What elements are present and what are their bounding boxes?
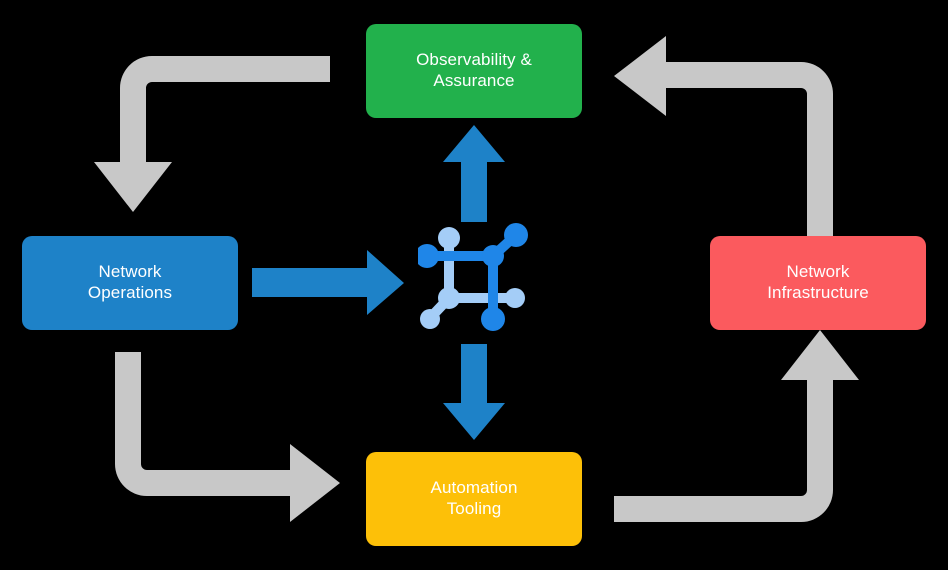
spoke-arrow-center-to-automation: [443, 344, 505, 440]
node-observability-assurance[interactable]: Observability & Assurance: [366, 24, 582, 118]
node-label-operations: Network Operations: [87, 262, 173, 302]
node-label-observability: Observability & Assurance: [416, 50, 532, 90]
topology-primary-nodes: [418, 223, 528, 331]
cycle-arrow-observability-to-operations: [94, 56, 330, 212]
node-network-operations[interactable]: Network Operations: [22, 236, 238, 330]
spoke-arrow-center-to-observability: [443, 125, 505, 222]
node-label-automation: Automation Tooling: [430, 478, 518, 518]
cycle-arrow-automation-to-infrastructure: [614, 330, 859, 522]
topology-secondary-nodes: [420, 227, 525, 329]
node-network-infrastructure[interactable]: Network Infrastructure: [710, 236, 926, 330]
spoke-arrow-operations-to-center: [252, 250, 404, 315]
cycle-arrow-infrastructure-to-observability: [614, 36, 833, 236]
node-automation-tooling[interactable]: Automation Tooling: [366, 452, 582, 546]
network-topology-icon: [418, 223, 528, 331]
cycle-arrow-operations-to-automation: [115, 352, 340, 522]
node-label-infrastructure: Network Infrastructure: [767, 262, 869, 302]
